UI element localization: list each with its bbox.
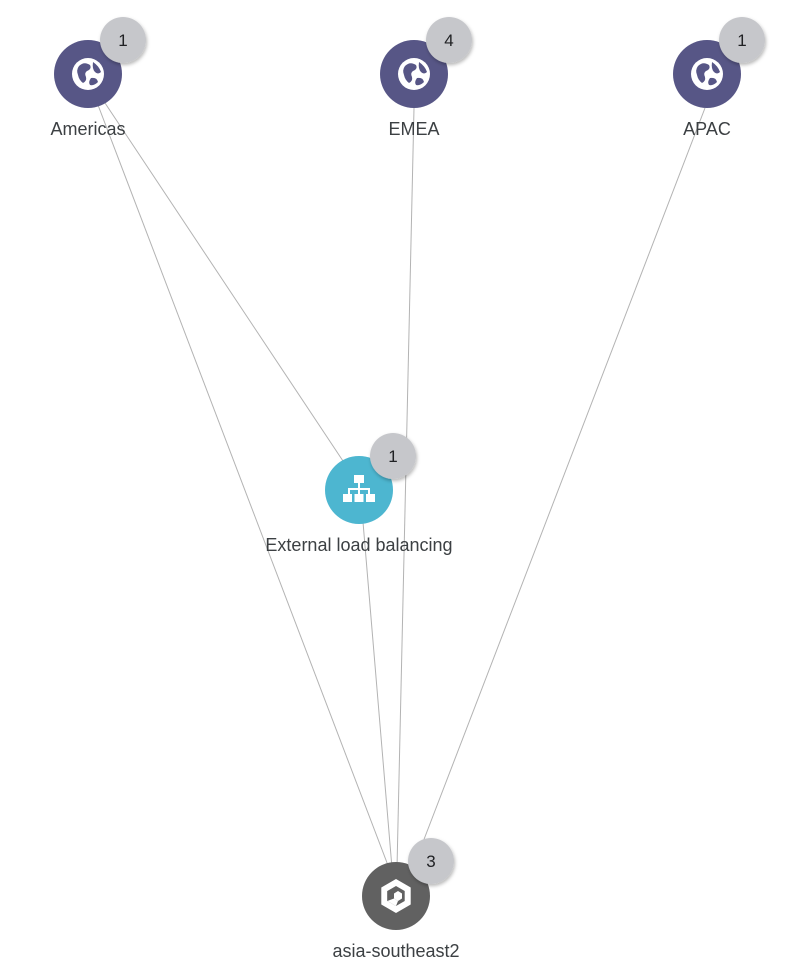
edges-layer bbox=[97, 99, 706, 869]
node-americas-count-badge: 1 bbox=[100, 17, 146, 63]
node-emea-count-badge: 4 bbox=[426, 17, 472, 63]
node-external-lb-label: External load balancing bbox=[265, 535, 452, 555]
globe-icon bbox=[72, 58, 104, 90]
node-emea[interactable]: 4 EMEA bbox=[380, 17, 472, 139]
node-asia-southeast2-count: 3 bbox=[426, 852, 435, 871]
node-apac[interactable]: 1 APAC bbox=[673, 17, 765, 139]
node-external-lb-count-badge: 1 bbox=[370, 433, 416, 479]
globe-icon bbox=[398, 58, 430, 90]
load-balancer-icon bbox=[343, 475, 375, 502]
node-emea-count: 4 bbox=[444, 31, 453, 50]
edge-external-lb-to-asia-southeast2 bbox=[362, 521, 393, 869]
node-americas-label: Americas bbox=[50, 119, 125, 139]
node-apac-count: 1 bbox=[737, 31, 746, 50]
node-emea-label: EMEA bbox=[388, 119, 439, 139]
node-americas[interactable]: 1 Americas bbox=[50, 17, 146, 139]
edge-americas-to-external-lb bbox=[102, 99, 344, 462]
node-apac-label: APAC bbox=[683, 119, 731, 139]
node-americas-count: 1 bbox=[118, 31, 127, 50]
node-external-load-balancing[interactable]: 1 External load balancing bbox=[265, 433, 453, 555]
node-apac-count-badge: 1 bbox=[719, 17, 765, 63]
edge-apac-to-asia-southeast2 bbox=[412, 107, 706, 869]
edge-emea-to-asia-southeast2 bbox=[396, 107, 415, 869]
globe-icon bbox=[691, 58, 723, 90]
node-asia-southeast2[interactable]: 3 asia-southeast2 bbox=[332, 838, 460, 961]
edge-americas-to-asia-southeast2 bbox=[97, 104, 390, 869]
node-external-lb-count: 1 bbox=[388, 447, 397, 466]
node-asia-southeast2-label: asia-southeast2 bbox=[332, 941, 459, 961]
node-asia-southeast2-count-badge: 3 bbox=[408, 838, 454, 884]
compute-engine-icon bbox=[381, 879, 411, 913]
